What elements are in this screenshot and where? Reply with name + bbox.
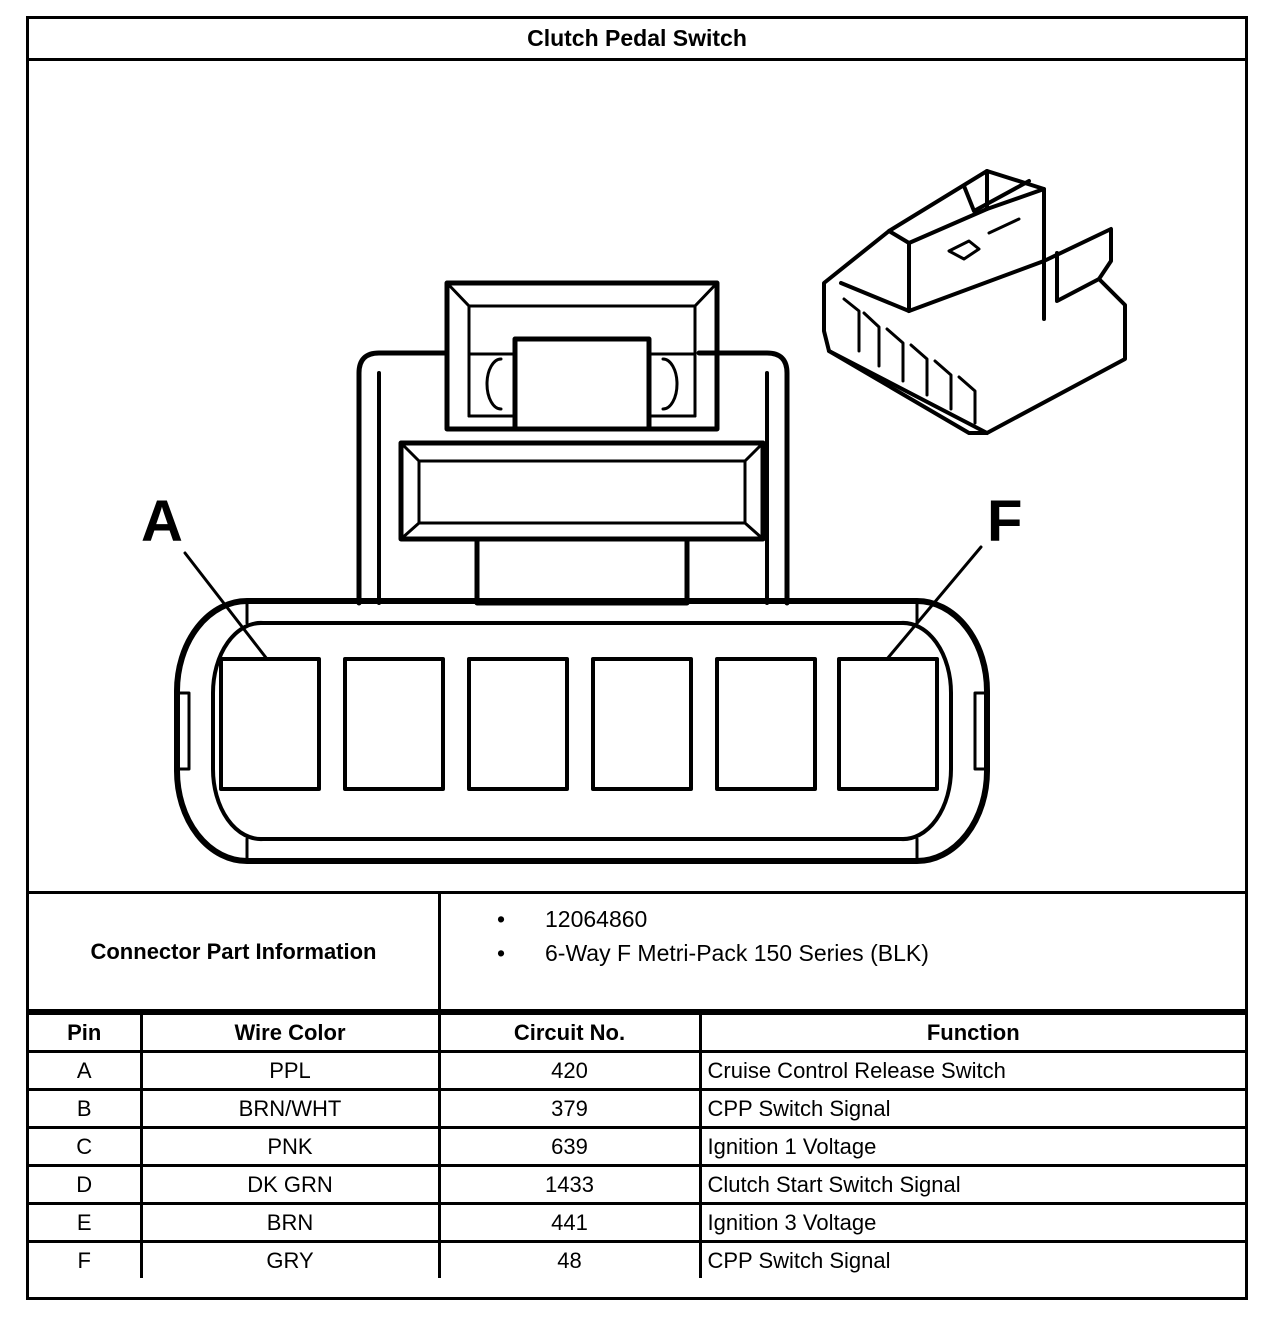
circuit-cell: 48 bbox=[437, 1240, 702, 1278]
connector-body bbox=[174, 598, 990, 864]
function-cell: Ignition 1 Voltage bbox=[698, 1126, 1245, 1167]
table-header-row: Pin Wire Color Circuit No. Function bbox=[29, 1012, 1245, 1053]
connector-face-view: A F bbox=[141, 169, 1127, 864]
leader-line-f bbox=[885, 545, 983, 661]
pin-cell: A bbox=[29, 1050, 143, 1091]
connector-diagram: A F bbox=[29, 61, 1245, 891]
table-row: B BRN/WHT 379 CPP Switch Signal bbox=[29, 1088, 1245, 1129]
part-number: 12064860 bbox=[545, 906, 648, 932]
pin-table: Pin Wire Color Circuit No. Function A PP… bbox=[29, 1012, 1245, 1278]
circuit-cell: 639 bbox=[437, 1126, 702, 1167]
pin-label-a: A bbox=[141, 489, 183, 554]
function-cell: Cruise Control Release Switch bbox=[698, 1050, 1245, 1091]
circuit-cell: 420 bbox=[437, 1050, 702, 1091]
cavity-b bbox=[343, 657, 445, 791]
cavity-c bbox=[467, 657, 569, 791]
wire-color-cell: BRN bbox=[139, 1202, 441, 1243]
cavity-a bbox=[219, 657, 321, 791]
circuit-cell: 1433 bbox=[437, 1164, 702, 1205]
connector-series-item: • 6-Way F Metri-Pack 150 Series (BLK) bbox=[441, 936, 1245, 970]
function-cell: CPP Switch Signal bbox=[698, 1088, 1245, 1129]
header-circuit: Circuit No. bbox=[437, 1012, 702, 1053]
connector-info-label: Connector Part Information bbox=[29, 894, 441, 1009]
page-title: Clutch Pedal Switch bbox=[29, 19, 1245, 61]
connector-3d-illustration bbox=[822, 169, 1127, 435]
connector-part-information: Connector Part Information • 12064860 • … bbox=[29, 891, 1245, 1012]
wire-color-cell: DK GRN bbox=[139, 1164, 441, 1205]
wire-color-cell: PPL bbox=[139, 1050, 441, 1091]
pin-cell: D bbox=[29, 1164, 143, 1205]
table-row: C PNK 639 Ignition 1 Voltage bbox=[29, 1126, 1245, 1167]
table-row: D DK GRN 1433 Clutch Start Switch Signal bbox=[29, 1164, 1245, 1205]
connector-latch bbox=[356, 280, 790, 606]
cavity-e bbox=[715, 657, 817, 791]
pin-cell: B bbox=[29, 1088, 143, 1129]
function-cell: CPP Switch Signal bbox=[698, 1240, 1245, 1278]
circuit-cell: 379 bbox=[437, 1088, 702, 1129]
header-function: Function bbox=[698, 1012, 1245, 1053]
pin-label-f: F bbox=[987, 489, 1022, 554]
cavity-d bbox=[591, 657, 693, 791]
part-number-item: • 12064860 bbox=[441, 902, 1245, 936]
table-row: F GRY 48 CPP Switch Signal bbox=[29, 1240, 1245, 1278]
circuit-cell: 441 bbox=[437, 1202, 702, 1243]
connector-sheet: Clutch Pedal Switch bbox=[26, 16, 1248, 1300]
connector-info-list: • 12064860 • 6-Way F Metri-Pack 150 Seri… bbox=[441, 894, 1245, 1017]
connector-series: 6-Way F Metri-Pack 150 Series (BLK) bbox=[545, 940, 929, 966]
function-cell: Ignition 3 Voltage bbox=[698, 1202, 1245, 1243]
wire-color-cell: PNK bbox=[139, 1126, 441, 1167]
header-wire-color: Wire Color bbox=[139, 1012, 441, 1053]
table-row: A PPL 420 Cruise Control Release Switch bbox=[29, 1050, 1245, 1091]
pin-cell: E bbox=[29, 1202, 143, 1243]
connector-cavities bbox=[219, 657, 939, 791]
cavity-f bbox=[837, 657, 939, 791]
wire-color-cell: GRY bbox=[139, 1240, 441, 1278]
bullet-icon: • bbox=[497, 906, 506, 932]
header-pin: Pin bbox=[29, 1012, 143, 1053]
wire-color-cell: BRN/WHT bbox=[139, 1088, 441, 1129]
pin-cell: F bbox=[29, 1240, 143, 1278]
pin-cell: C bbox=[29, 1126, 143, 1167]
function-cell: Clutch Start Switch Signal bbox=[698, 1164, 1245, 1205]
leader-line-a bbox=[183, 551, 269, 661]
bullet-icon: • bbox=[497, 940, 506, 966]
table-row: E BRN 441 Ignition 3 Voltage bbox=[29, 1202, 1245, 1243]
